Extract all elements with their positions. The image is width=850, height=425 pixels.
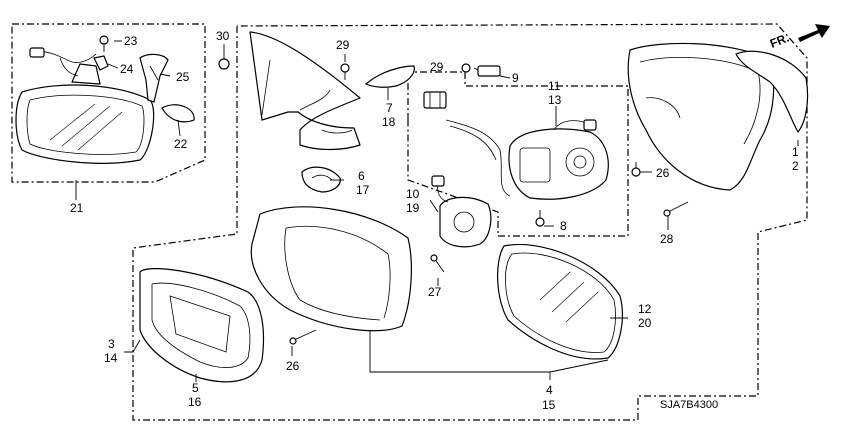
label-part-25: 25 xyxy=(176,70,190,84)
mirror-base xyxy=(218,31,415,193)
label-part-26a: 26 xyxy=(286,359,300,373)
label-part-5: 5 xyxy=(192,381,199,395)
label-part-7: 7 xyxy=(386,101,393,115)
label-part-27: 27 xyxy=(428,285,442,299)
label-part-4: 4 xyxy=(546,383,553,397)
door-mirror-group-outline xyxy=(132,23,808,421)
label-part-10: 10 xyxy=(406,187,420,201)
label-part-28: 28 xyxy=(660,232,674,246)
label-part-13: 13 xyxy=(548,93,562,107)
label-part-23: 23 xyxy=(124,34,138,48)
label-part-20: 20 xyxy=(638,316,652,330)
label-part-16: 16 xyxy=(188,395,202,409)
label-part-21: 21 xyxy=(70,201,84,215)
label-part-6: 6 xyxy=(358,169,365,183)
front-direction-label: FR. xyxy=(768,31,791,51)
label-part-29a: 29 xyxy=(336,38,350,52)
mirror-glass xyxy=(497,243,623,360)
inner-mirror-group-outline xyxy=(11,23,206,183)
label-part-26b: 26 xyxy=(656,166,670,180)
label-part-18: 18 xyxy=(382,115,396,129)
front-arrow-icon xyxy=(798,24,830,42)
front-direction-indicator: FR. xyxy=(768,24,830,51)
actuator-subgroup-outline xyxy=(407,71,629,237)
actuator-assembly xyxy=(423,63,609,273)
label-part-30: 30 xyxy=(216,29,230,43)
label-part-22: 22 xyxy=(174,137,188,151)
inner-mirror-assembly xyxy=(15,35,195,164)
label-part-15: 15 xyxy=(542,398,556,412)
mirror-holder-frame xyxy=(139,268,265,383)
group-outlines xyxy=(11,23,808,421)
drawing-code: SJA7B4300 xyxy=(660,399,718,411)
label-part-9: 9 xyxy=(512,71,519,85)
label-part-8: 8 xyxy=(560,219,567,233)
leader-lines xyxy=(75,40,799,382)
label-part-19: 19 xyxy=(406,201,420,215)
mirror-cover xyxy=(627,42,809,217)
label-part-17: 17 xyxy=(356,183,370,197)
label-part-2: 2 xyxy=(792,159,799,173)
label-part-14: 14 xyxy=(104,351,118,365)
label-part-24: 24 xyxy=(120,62,134,76)
label-part-3: 3 xyxy=(108,337,115,351)
label-part-1: 1 xyxy=(792,145,799,159)
mirror-housing xyxy=(250,206,412,345)
label-part-29b: 29 xyxy=(430,60,444,74)
label-part-12: 12 xyxy=(638,302,652,316)
part-number-labels: 23 24 25 22 21 30 29 29 9 11 13 7 18 6 1… xyxy=(70,29,799,412)
label-part-11: 11 xyxy=(548,79,561,93)
